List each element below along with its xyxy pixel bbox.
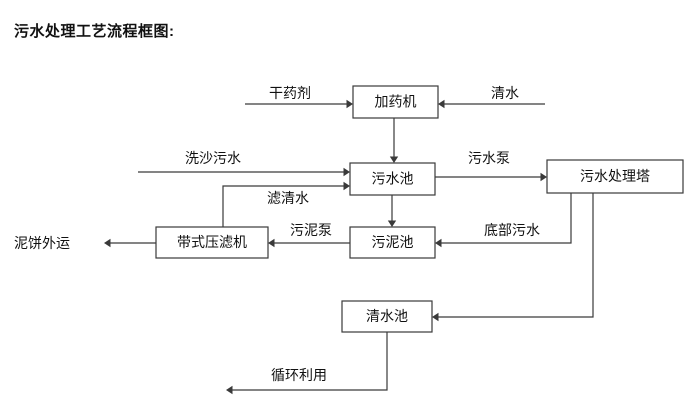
sand-wash-sewage-to-sewage-pool: 洗沙污水 [138, 150, 350, 177]
treatment-tower-bottom-sewage-to-sludge-pool: 底部污水 [435, 193, 572, 248]
filtered-clear-water-to-sewage-pool-label: 滤清水 [267, 190, 309, 206]
treatment-tower-bottom-sewage-to-sludge-pool-line [441, 193, 572, 244]
node-treatment-tower-box[interactable] [546, 159, 684, 194]
clear-water-pool-recycle-line [232, 332, 388, 391]
node-treatment-tower-label: 污水处理塔 [580, 168, 650, 184]
sewage-pool-to-treatment-tower-arrowhead [540, 172, 547, 182]
node-sewage-pool-label: 污水池 [372, 171, 414, 187]
sewage-pool-to-sludge-pool [387, 195, 397, 227]
node-belt-filter-press[interactable]: 带式压滤机 [155, 226, 269, 259]
node-dosing-machine-label: 加药机 [375, 94, 417, 110]
page-title: 污水处理工艺流程框图: [14, 23, 175, 40]
node-sludge-pool[interactable]: 污泥池 [349, 226, 436, 259]
sewage-pool-to-treatment-tower-label: 污水泵 [468, 150, 510, 166]
clean-water-to-dosing-machine: 清水 [438, 85, 545, 109]
sand-wash-sewage-to-sewage-pool-label: 洗沙污水 [185, 150, 241, 166]
node-sludge-pool-label: 污泥池 [372, 234, 414, 250]
treatment-tower-bottom-sewage-to-sludge-pool-arrowhead [435, 238, 442, 248]
sewage-pool-to-treatment-tower: 污水泵 [435, 150, 547, 182]
mud-cake-out-label: 泥饼外运 [14, 235, 70, 251]
filtered-clear-water-to-sewage-pool-line [222, 185, 344, 227]
dry-chemical-to-dosing-machine: 干药剂 [245, 85, 353, 109]
treatment-tower-bottom-sewage-to-sludge-pool-label: 底部污水 [484, 222, 540, 238]
node-sewage-pool-box[interactable] [349, 162, 436, 196]
belt-filter-press-to-mud-cake-out-arrowhead [104, 238, 111, 248]
node-dosing-machine[interactable]: 加药机 [352, 85, 439, 119]
node-clear-water-pool-box[interactable] [341, 300, 433, 333]
dosing-machine-to-sewage-pool [389, 118, 399, 163]
treatment-tower-to-clear-water-pool-line [438, 193, 594, 318]
node-belt-filter-press-box[interactable] [155, 226, 269, 259]
filtered-clear-water-to-sewage-pool-arrowhead [343, 181, 350, 191]
node-sewage-pool[interactable]: 污水池 [349, 162, 436, 196]
dosing-machine-to-sewage-pool-arrowhead [389, 156, 399, 163]
clear-water-pool-recycle-label: 循环利用 [271, 367, 327, 383]
dry-chemical-to-dosing-machine-label: 干药剂 [269, 85, 311, 101]
sludge-pool-to-belt-filter-press-label: 污泥泵 [290, 222, 332, 238]
sludge-pool-to-belt-filter-press-arrowhead [268, 238, 275, 248]
clean-water-to-dosing-machine-label: 清水 [491, 85, 519, 101]
node-dosing-machine-box[interactable] [352, 85, 439, 119]
node-clear-water-pool[interactable]: 清水池 [341, 300, 433, 333]
treatment-tower-to-clear-water-pool-arrowhead [432, 312, 439, 322]
clear-water-pool-recycle-arrowhead [226, 385, 233, 395]
node-treatment-tower[interactable]: 污水处理塔 [546, 159, 684, 194]
belt-filter-press-to-mud-cake-out [104, 238, 156, 248]
clean-water-to-dosing-machine-arrowhead [438, 99, 445, 109]
node-sludge-pool-box[interactable] [349, 226, 436, 259]
node-belt-filter-press-label: 带式压滤机 [177, 234, 247, 250]
dry-chemical-to-dosing-machine-arrowhead [346, 99, 353, 109]
sand-wash-sewage-to-sewage-pool-arrowhead [343, 167, 350, 177]
sludge-pool-to-belt-filter-press: 污泥泵 [268, 222, 350, 248]
node-clear-water-pool-label: 清水池 [366, 308, 408, 324]
terminals-layer: 泥饼外运 [14, 235, 70, 251]
clear-water-pool-recycle: 循环利用 [226, 332, 388, 395]
filtered-clear-water-to-sewage-pool: 滤清水 [222, 181, 350, 227]
treatment-tower-to-clear-water-pool [432, 193, 594, 322]
sewage-pool-to-sludge-pool-arrowhead [387, 220, 397, 227]
